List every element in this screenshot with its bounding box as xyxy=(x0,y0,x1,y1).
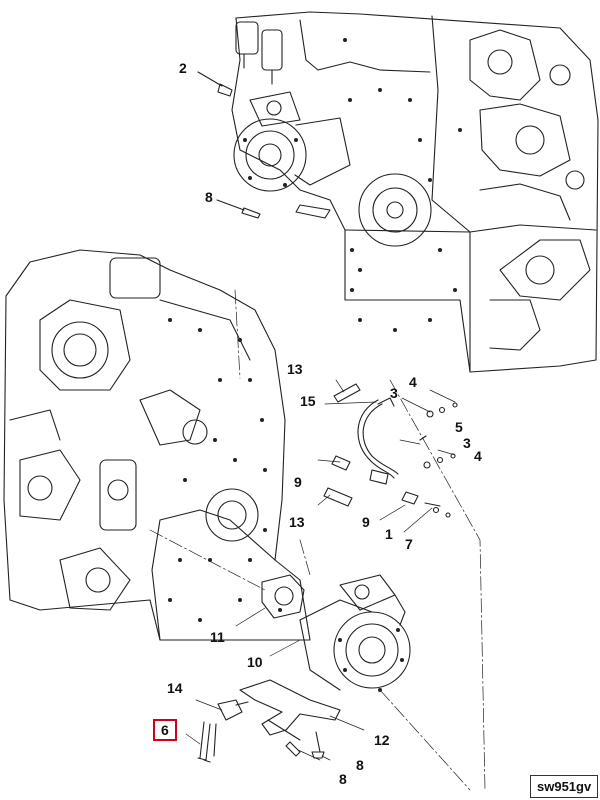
callout-10: 10 xyxy=(247,654,263,670)
callout-9-top: 9 xyxy=(294,474,302,490)
engine-block-top xyxy=(231,11,599,373)
callout-13-bottom: 13 xyxy=(289,514,305,530)
callout-8-top: 8 xyxy=(205,189,213,205)
callout-12: 12 xyxy=(374,732,390,748)
bolt-item-2 xyxy=(197,71,233,97)
engine-block-bottom xyxy=(3,249,311,641)
callout-4-bottom: 4 xyxy=(474,448,482,464)
pump-top-mounted xyxy=(233,91,351,192)
callout-3-bottom: 3 xyxy=(463,435,471,451)
gasket-item-11 xyxy=(261,574,305,619)
callout-7: 7 xyxy=(405,536,413,552)
callout-3-top: 3 xyxy=(390,385,398,401)
callout-4-top: 4 xyxy=(409,374,417,390)
bolts-item-6 xyxy=(197,721,217,763)
bolt-item-8-top xyxy=(216,199,261,219)
leader-lines xyxy=(149,289,486,791)
callout-1: 1 xyxy=(385,526,393,542)
callout-5: 5 xyxy=(455,419,463,435)
callout-8-bottom: 8 xyxy=(339,771,347,787)
reference-code: sw951gv xyxy=(530,775,599,798)
pump-exploded xyxy=(299,574,411,692)
callout-6-highlighted: 6 xyxy=(153,719,177,741)
callout-13-top: 13 xyxy=(287,361,303,377)
callout-8-bottom-right: 8 xyxy=(356,757,364,773)
callout-9-bottom: 9 xyxy=(362,514,370,530)
callout-11: 11 xyxy=(210,629,225,645)
callout-14: 14 xyxy=(167,680,183,696)
bolts-item-8-bottom xyxy=(285,731,325,759)
callout-2: 2 xyxy=(179,60,187,76)
sensor-item-14 xyxy=(217,699,249,721)
callout-15: 15 xyxy=(300,393,316,409)
bracket-item-12 xyxy=(239,679,341,741)
hose-assembly xyxy=(323,383,458,518)
